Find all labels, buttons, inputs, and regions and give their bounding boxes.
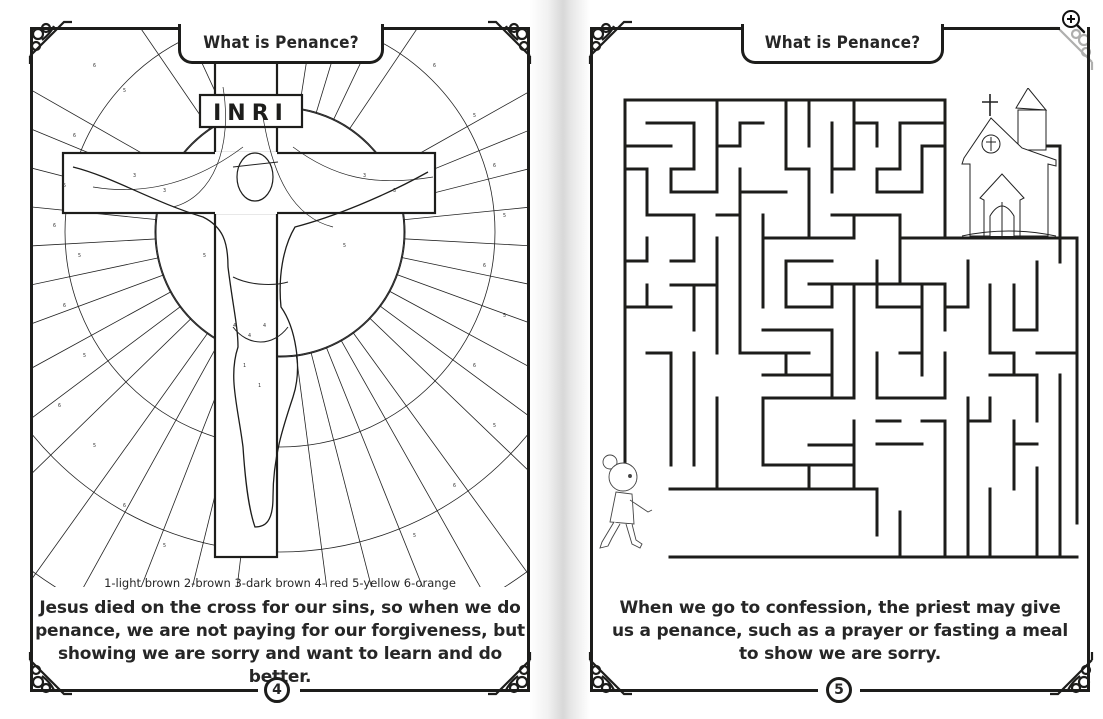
svg-text:6: 6	[453, 483, 456, 489]
svg-text:5: 5	[203, 253, 206, 259]
svg-text:5: 5	[343, 243, 346, 249]
right-page-title: What is Penance?	[741, 24, 944, 64]
corner-ornament-icon	[488, 20, 532, 64]
caption-line: penance, we are not paying for our forgi…	[35, 621, 525, 641]
svg-text:6: 6	[93, 63, 96, 69]
svg-text:3: 3	[393, 188, 396, 194]
svg-text:3: 3	[163, 188, 166, 194]
svg-text:5: 5	[123, 88, 126, 94]
left-page-caption: Jesus died on the cross for our sins, so…	[30, 597, 530, 689]
svg-text:5: 5	[503, 213, 506, 219]
book-gutter	[530, 0, 590, 719]
left-page-number: 4	[264, 677, 290, 703]
svg-text:3: 3	[363, 173, 366, 179]
svg-text:6: 6	[433, 63, 436, 69]
caption-line: us a penance, such as a prayer or fastin…	[612, 621, 1068, 641]
corner-ornament-icon	[488, 652, 532, 696]
svg-text:5: 5	[413, 533, 416, 539]
maze-illustration	[623, 98, 1079, 559]
svg-text:6: 6	[73, 133, 76, 139]
corner-ornament-icon	[28, 652, 72, 696]
corner-ornament-icon	[1050, 26, 1094, 70]
svg-text:3: 3	[133, 173, 136, 179]
left-page-frame	[30, 27, 530, 692]
right-page-number: 5	[826, 677, 852, 703]
left-frame-bottom-a	[30, 689, 258, 692]
svg-text:6: 6	[53, 223, 56, 229]
left-frame-bottom-b	[300, 689, 530, 692]
inri-inscription: INRI	[213, 101, 289, 126]
svg-text:1: 1	[243, 363, 246, 369]
crucifix-coloring-illustration: INRI 6 5 6 5 6 5 6 5 6 5 6 5 6 5 6 5 6 5 6 5 6 5 5 5 4 4 4…	[33, 27, 527, 587]
svg-text:4: 4	[248, 333, 251, 339]
caption-line: Jesus died on the cross for our sins, so…	[39, 598, 521, 618]
svg-text:4: 4	[263, 323, 266, 329]
svg-text:6: 6	[483, 263, 486, 269]
church-illustration	[961, 88, 1057, 237]
svg-text:6: 6	[58, 403, 61, 409]
caption-line: When we go to confession, the priest may…	[619, 598, 1061, 618]
right-frame-bottom-a	[590, 689, 818, 692]
corner-ornament-icon	[588, 20, 632, 64]
svg-text:5: 5	[473, 113, 476, 119]
right-page-frame	[590, 27, 1090, 692]
svg-text:4: 4	[233, 323, 236, 329]
corner-ornament-icon	[1050, 652, 1094, 696]
svg-text:5: 5	[93, 443, 96, 449]
svg-text:6: 6	[473, 363, 476, 369]
left-page-title: What is Penance?	[178, 24, 384, 64]
svg-text:5: 5	[503, 313, 506, 319]
svg-text:6: 6	[63, 303, 66, 309]
corner-ornament-icon	[588, 652, 632, 696]
svg-text:6: 6	[493, 163, 496, 169]
svg-text:5: 5	[63, 183, 66, 189]
svg-text:5: 5	[83, 353, 86, 359]
svg-text:5: 5	[163, 543, 166, 549]
svg-text:6: 6	[123, 503, 126, 509]
svg-text:1: 1	[258, 383, 261, 389]
right-page-caption: When we go to confession, the priest may…	[600, 597, 1080, 666]
caption-line: to show we are sorry.	[738, 644, 942, 664]
right-frame-bottom-b	[860, 689, 1090, 692]
zoom-in-icon[interactable]	[1060, 8, 1086, 34]
corner-ornament-icon	[28, 20, 72, 64]
girl-walking-illustration	[599, 454, 653, 549]
svg-text:5: 5	[78, 253, 81, 259]
svg-text:5: 5	[493, 423, 496, 429]
color-legend: 1-light brown 2-brown 3-dark brown 4- re…	[104, 576, 456, 590]
